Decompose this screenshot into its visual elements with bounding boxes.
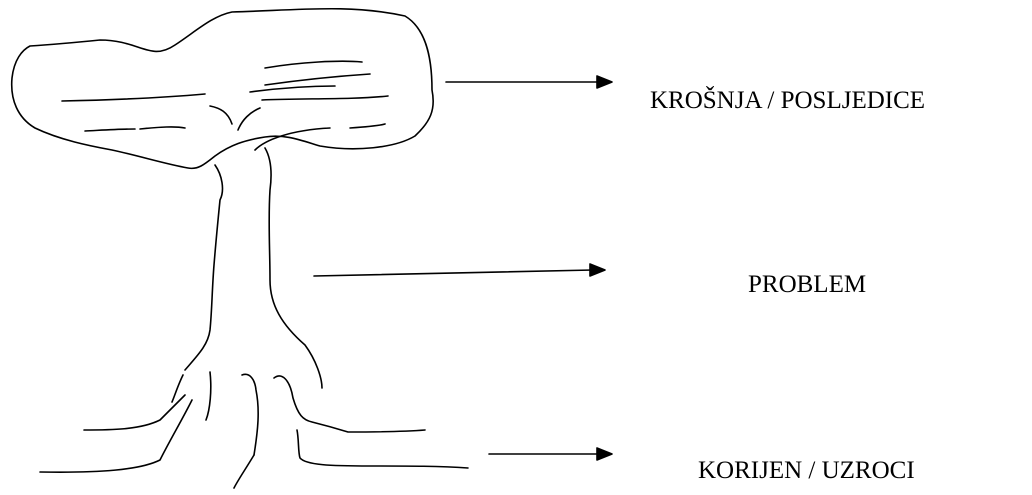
- arrow-trunk-head: [589, 263, 606, 277]
- trunk-stroke: [171, 374, 184, 403]
- crown-inner-line: [61, 93, 206, 102]
- crown-inner-line: [264, 60, 363, 69]
- root-line: [296, 429, 469, 469]
- arrow-roots-head: [596, 447, 613, 461]
- crown-inner-line: [84, 128, 136, 132]
- trunk-label: PROBLEM: [748, 271, 867, 298]
- arrow-trunk-line: [313, 269, 594, 277]
- trunk-right-edge: [264, 147, 323, 389]
- crown-inner-line: [139, 126, 186, 130]
- root-line: [273, 375, 426, 433]
- crown-label: KROŠNJA / POSLJEDICE: [650, 87, 926, 114]
- crown-inner-line: [254, 127, 331, 151]
- crown-inner-line: [349, 123, 386, 129]
- arrow-crown-head: [596, 75, 613, 89]
- crown-inner-line: [249, 85, 336, 93]
- crown-inner-line: [261, 95, 389, 101]
- crown-inner-line: [264, 73, 371, 86]
- root-line: [241, 373, 259, 456]
- crown-inner-line: [209, 105, 233, 125]
- roots-label: KORIJEN / UZROCI: [698, 457, 915, 484]
- root-line: [83, 394, 186, 431]
- crown-inner-line: [237, 107, 261, 131]
- root-line: [233, 454, 255, 489]
- root-line: [39, 399, 193, 473]
- crown-outline: [10, 7, 434, 170]
- trunk-left-edge: [184, 164, 224, 371]
- root-line: [205, 371, 212, 421]
